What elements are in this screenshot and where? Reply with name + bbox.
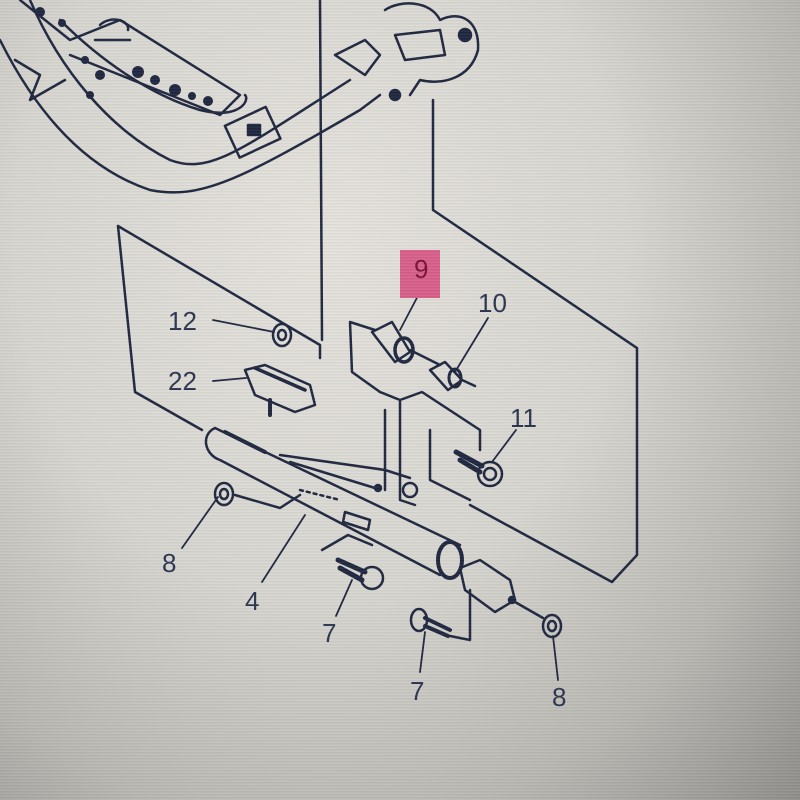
shaft-part-4	[204, 426, 517, 614]
callout-4[interactable]: 4	[245, 586, 260, 616]
callout-11[interactable]: 11	[510, 403, 537, 433]
washer-part-12	[271, 322, 293, 348]
bolt-part-7-middle	[320, 533, 385, 591]
washer-part-8-left	[213, 481, 302, 510]
callout-7-lower[interactable]: 7	[410, 676, 425, 706]
callout-22[interactable]: 22	[168, 366, 197, 396]
bolt-part-7-lower	[409, 588, 472, 642]
bushing-part-10	[428, 360, 477, 392]
frame-arm	[0, 0, 382, 194]
callout-10[interactable]: 10	[478, 288, 507, 318]
nut-part-8-right	[513, 600, 563, 639]
clip-part-22	[243, 363, 317, 417]
callout-7-middle[interactable]: 7	[322, 618, 337, 648]
leader-lines	[181, 291, 559, 681]
callout-8-left[interactable]: 8	[162, 548, 177, 578]
callout-12[interactable]: 12	[168, 306, 197, 336]
bracket-assembly	[333, 2, 480, 102]
collar-part-9	[370, 320, 442, 367]
callout-8-right[interactable]: 8	[552, 682, 567, 712]
bolt-part-11	[453, 449, 504, 488]
callout-9-highlighted[interactable]: 9	[400, 250, 441, 298]
